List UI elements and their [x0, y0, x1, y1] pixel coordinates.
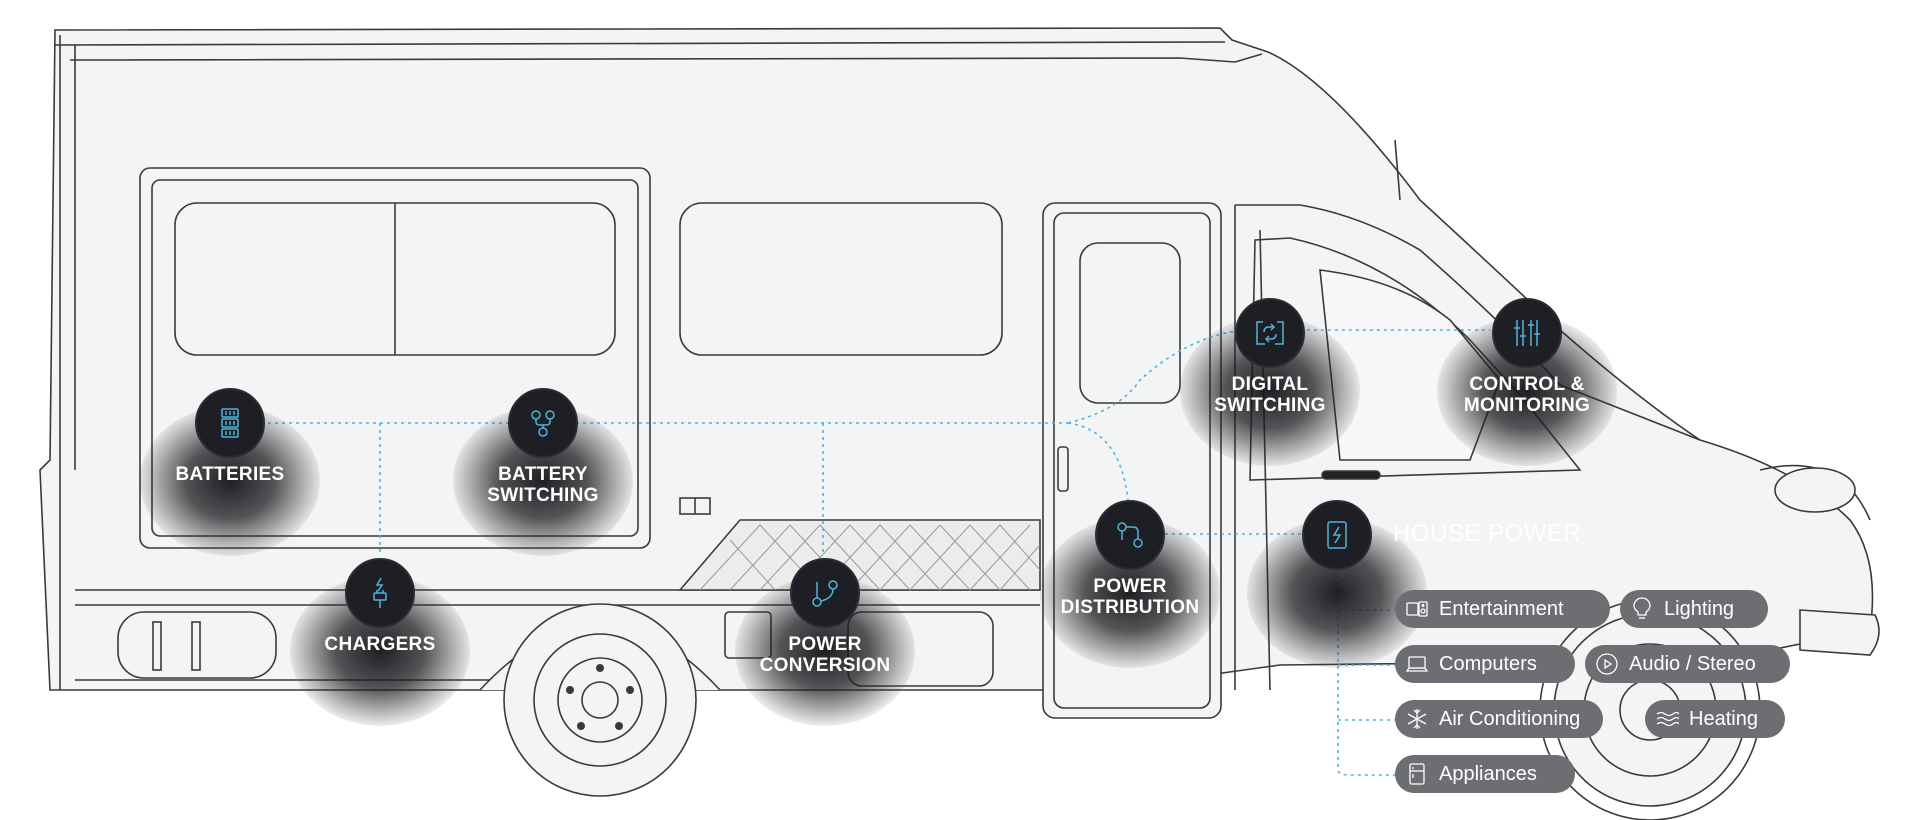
load-label: Appliances: [1439, 762, 1537, 785]
load-entertainment[interactable]: Entertainment: [1395, 590, 1610, 628]
power-conversion-button[interactable]: [790, 558, 860, 628]
power-conversion-icon: [812, 580, 838, 607]
node-batteries: BATTERIES: [125, 388, 335, 556]
digital-switching-icon: [1256, 321, 1284, 345]
node-power-conversion: POWER CONVERSION: [720, 558, 930, 726]
fridge-icon: [1405, 762, 1429, 786]
house-power-button[interactable]: [1302, 500, 1372, 570]
power-conversion-label: POWER CONVERSION: [759, 634, 891, 676]
node-chargers: CHARGERS: [275, 558, 485, 726]
battery-switching-button[interactable]: [508, 388, 578, 458]
load-label: Heating: [1689, 707, 1758, 730]
laptop-icon: [1405, 652, 1429, 676]
node-battery-switching: BATTERY SWITCHING: [438, 388, 648, 556]
sliders-icon: [1514, 320, 1540, 346]
bulb-icon: [1630, 597, 1654, 621]
load-label: Computers: [1439, 652, 1537, 675]
house-power-label: HOUSE POWER: [1393, 520, 1582, 547]
node-power-distribution: POWER DISTRIBUTION: [1025, 500, 1235, 668]
load-label: Air Conditioning: [1439, 707, 1581, 730]
power-distribution-button[interactable]: [1095, 500, 1165, 570]
battery-switch-icon: [531, 410, 555, 437]
control-monitoring-button[interactable]: [1492, 298, 1562, 368]
batteries-label: BATTERIES: [175, 464, 285, 485]
play-icon: [1595, 652, 1619, 676]
load-air-conditioning[interactable]: Air Conditioning: [1395, 700, 1603, 738]
chargers-button[interactable]: [345, 558, 415, 628]
tv-speaker-icon: [1405, 597, 1429, 621]
digital-switching-label: DIGITAL SWITCHING: [1214, 374, 1326, 416]
house-power-icon: [1327, 521, 1347, 549]
node-control-monitoring: CONTROL & MONITORING: [1422, 298, 1632, 466]
load-appliances[interactable]: Appliances: [1395, 755, 1575, 793]
node-digital-switching: DIGITAL SWITCHING: [1165, 298, 1375, 466]
load-heating[interactable]: Heating: [1645, 700, 1785, 738]
charger-plug-icon: [373, 577, 387, 608]
battery-stack-icon: [221, 408, 239, 438]
battery-switching-label: BATTERY SWITCHING: [487, 464, 599, 506]
digital-switching-button[interactable]: [1235, 298, 1305, 368]
snowflake-icon: [1405, 707, 1429, 731]
load-label: Lighting: [1664, 597, 1735, 620]
batteries-button[interactable]: [195, 388, 265, 458]
load-lighting[interactable]: Lighting: [1620, 590, 1768, 628]
node-house-power: [1232, 500, 1442, 668]
power-distribution-label: POWER DISTRIBUTION: [1060, 576, 1200, 618]
load-computers[interactable]: Computers: [1395, 645, 1575, 683]
control-monitoring-label: CONTROL & MONITORING: [1463, 374, 1591, 416]
load-label: Audio / Stereo: [1629, 652, 1756, 675]
load-audio-stereo[interactable]: Audio / Stereo: [1585, 645, 1790, 683]
power-distribution-icon: [1117, 522, 1143, 548]
load-label: Entertainment: [1439, 597, 1564, 620]
chargers-label: CHARGERS: [324, 634, 436, 655]
heat-waves-icon: [1655, 707, 1679, 731]
